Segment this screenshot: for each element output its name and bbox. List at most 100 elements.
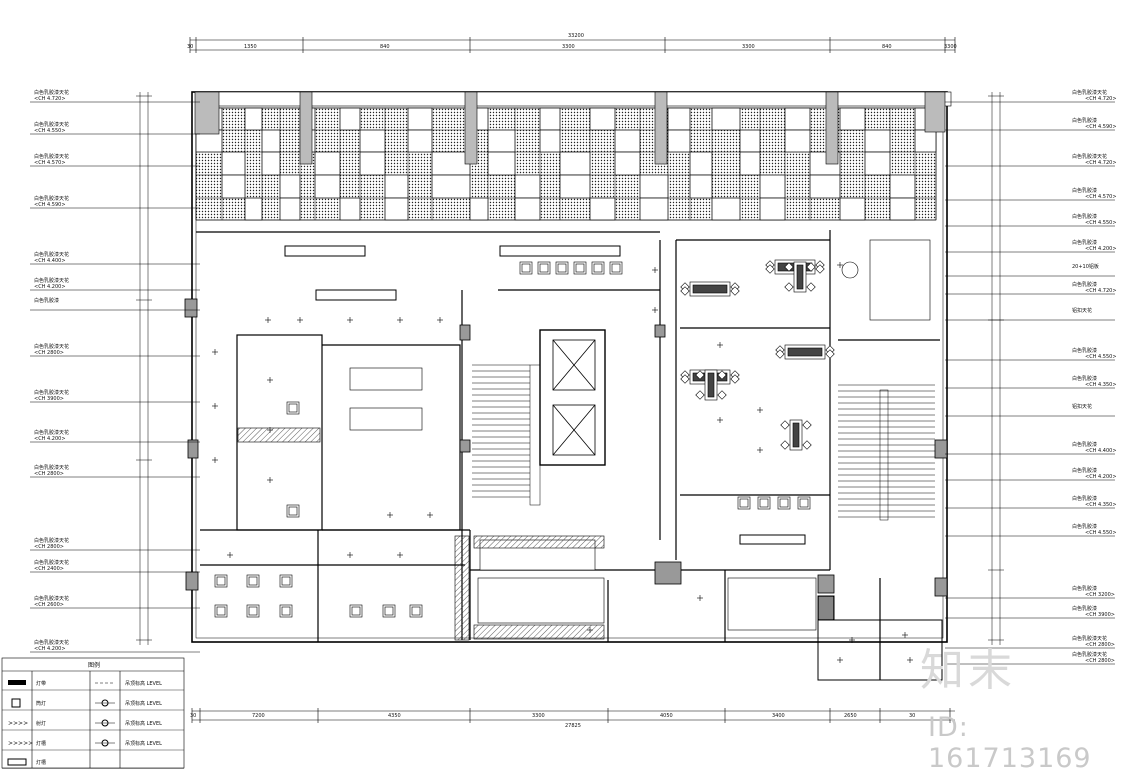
- ceiling-panel: [711, 197, 741, 221]
- toilet-room: [869, 239, 931, 321]
- callout-material: 白色乳胶漆天花: [34, 595, 69, 602]
- callout-height: <CH 4.570>: [34, 160, 66, 166]
- ceiling-panel: [261, 151, 281, 176]
- callout-material: 20+10铝板: [1072, 263, 1099, 270]
- staircase-right: [838, 384, 935, 521]
- downlight-icon: [347, 317, 353, 323]
- legend-label: 灯槽: [36, 740, 46, 747]
- callout-height: <CH 4.570>: [1085, 194, 1117, 200]
- ceiling-panel: [514, 197, 541, 221]
- right-ceiling-callout: 白色乳胶漆<CH 4.350>: [945, 375, 1117, 389]
- svg-text:>>>>: >>>>: [8, 720, 28, 727]
- legend-desc: 吊顶标高 LEVEL: [125, 720, 162, 727]
- callout-material: 白色乳胶漆天花: [34, 429, 69, 436]
- callout-height: <CH 2800>: [1085, 658, 1115, 664]
- downlight-icon: [397, 552, 403, 558]
- downlight-icon: [717, 342, 723, 348]
- reception-desk: [349, 367, 423, 391]
- linear-light-strips: [284, 245, 806, 545]
- ceiling-panel: [559, 151, 591, 176]
- right-ceiling-callout: 白色乳胶漆<CH 4.720>: [945, 281, 1117, 295]
- legend-label: 筒灯: [36, 700, 46, 707]
- left-ceiling-callout: 白色乳胶漆天花<CH 4.550>: [30, 121, 200, 135]
- left-ceiling-callout: 白色乳胶漆天花<CH 4.200>: [30, 639, 200, 653]
- ceiling-panel: [614, 151, 641, 176]
- ceiling-panel: [759, 197, 786, 221]
- ceiling-panel: [487, 151, 516, 176]
- ceiling-panel: [839, 107, 866, 131]
- downlight-icon: [212, 457, 218, 463]
- right-ceiling-callout: 白色乳胶漆<CH 4.590>: [945, 117, 1117, 131]
- chair: [246, 574, 260, 588]
- callout-material: 白色乳胶漆: [1072, 495, 1097, 502]
- chair: [214, 604, 228, 618]
- callout-material: 白色乳胶漆天花: [34, 464, 69, 471]
- ceiling-panel: [889, 174, 916, 199]
- ceiling-panel: [514, 174, 541, 199]
- legend-label: 灯槽: [36, 759, 46, 766]
- left-ceiling-callout: 白色乳胶漆天花<CH 4.400>: [30, 251, 200, 265]
- callout-material: 白色乳胶漆天花: [34, 153, 69, 160]
- right-ceiling-callout: 白色乳胶漆<CH 3200>: [945, 585, 1115, 599]
- legend-desc: 吊顶标高 LEVEL: [125, 680, 162, 687]
- bottom-dimension-value: 3300: [532, 713, 545, 719]
- callout-material: 白色乳胶漆天花: [34, 537, 69, 544]
- ceiling-panel: [839, 197, 866, 221]
- ceiling-panel: [469, 197, 489, 221]
- ceiling-panel: [314, 174, 341, 199]
- elevator-shafts: [552, 339, 596, 456]
- left-ceiling-callout: 白色乳胶漆天花<CH 4.590>: [30, 195, 200, 209]
- bottom-dimension-value: 30: [190, 713, 196, 719]
- callout-height: <CH 2400>: [34, 566, 64, 572]
- chair: [286, 401, 300, 415]
- side-dimension-lines: [136, 92, 1004, 645]
- callout-height: <CH 4.400>: [34, 258, 66, 264]
- downlight-icon: [387, 512, 393, 518]
- ceiling-panel: [784, 129, 811, 153]
- callout-height: <CH 4.720>: [1085, 288, 1117, 294]
- chair: [537, 261, 551, 275]
- callout-height: <CH 3900>: [34, 396, 64, 402]
- callout-material: 白色乳胶漆: [1072, 347, 1097, 354]
- top-dimension-total: 33200: [568, 33, 584, 39]
- downlight-icon: [212, 349, 218, 355]
- ceiling-panel: [384, 197, 409, 221]
- top-dimension-line: [189, 37, 956, 53]
- callout-material: 白色乳胶漆天花: [34, 389, 69, 396]
- downlight-icon: [652, 307, 658, 313]
- meeting-table: [695, 369, 727, 401]
- right-ceiling-callout: 白色乳胶漆天花<CH 2800>: [945, 635, 1115, 649]
- chair: [409, 604, 423, 618]
- callout-height: <CH 2800>: [1085, 642, 1115, 648]
- left-ceiling-callout: 白色乳胶漆: [30, 297, 200, 311]
- ceiling-panel: [339, 107, 361, 131]
- ceiling-panel: [261, 129, 281, 153]
- downlight-icon: [697, 595, 703, 601]
- callout-material: 白色乳胶漆天花: [1072, 89, 1107, 96]
- left-ceiling-callout: 白色乳胶漆天花<CH 4.570>: [30, 153, 200, 167]
- ceiling-panel: [614, 129, 641, 153]
- ceiling-panel: [689, 151, 713, 176]
- downlight-icon: [347, 552, 353, 558]
- ceiling-panel: [759, 174, 786, 199]
- ceiling-panel: [589, 107, 616, 131]
- top-dimension-value: 3300: [742, 44, 755, 50]
- downlight-icon: [427, 512, 433, 518]
- left-ceiling-callout: 白色乳胶漆天花<CH 2800>: [30, 537, 200, 551]
- left-ceiling-callout: 白色乳胶漆天花<CH 3900>: [30, 389, 200, 403]
- callout-height: <CH 4.550>: [1085, 354, 1117, 360]
- ceiling-panel: [559, 174, 591, 199]
- chair: [349, 604, 363, 618]
- callout-material: 白色乳胶漆: [1072, 441, 1097, 448]
- callout-height: <CH 4.200>: [1085, 474, 1117, 480]
- meeting-table: [780, 419, 812, 451]
- bottom-dimension-value: 30: [909, 713, 915, 719]
- right-ceiling-callout: 白色乳胶漆天花<CH 4.720>: [945, 89, 1117, 103]
- ceiling-panel: [739, 129, 761, 153]
- top-dimension-value: 1350: [244, 44, 257, 50]
- ceiling-panel: [639, 197, 669, 221]
- bottom-right-rooms: [817, 595, 943, 681]
- downlight-icon: [837, 657, 843, 663]
- callout-height: <CH 4.200>: [34, 646, 66, 652]
